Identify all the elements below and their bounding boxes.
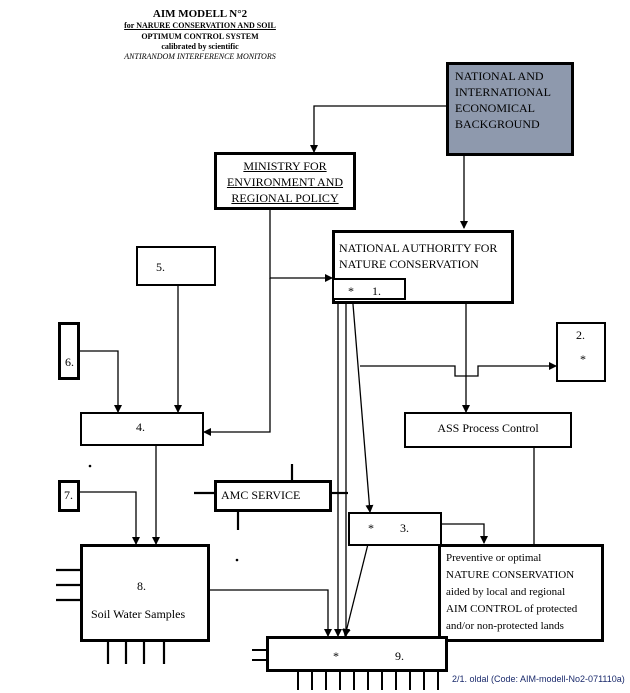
preventive-line-2: NATURE CONSERVATION (446, 569, 575, 581)
node-7-box: 7. (58, 480, 80, 512)
diagram-title: AIM MODELL N°2 (152, 8, 248, 20)
background-box: NATIONAL AND INTERNATIONAL ECONOMICAL BA… (446, 62, 574, 156)
preventive-line-4: AIM CONTROL of protected (446, 603, 578, 615)
header-line-2: OPTIMUM CONTROL SYSTEM (141, 32, 259, 41)
soil-water-samples-label: Soil Water Samples (91, 607, 186, 621)
node-3-star: * (368, 521, 374, 535)
ministry-box: MINISTRY FOR ENVIRONMENT AND REGIONAL PO… (214, 152, 356, 210)
arrow-8-to-9 (210, 589, 332, 637)
header-line-4: ANTIRANDOM INTERFERENCE MONITORS (124, 52, 276, 61)
background-line-2: INTERNATIONAL (455, 85, 551, 99)
amc-service-label: AMC SERVICE (221, 488, 301, 502)
background-line-1: NATIONAL AND (455, 69, 544, 83)
node-9-star: * (333, 649, 339, 663)
node-8-label: 8. (137, 579, 146, 593)
header-line-1: for NARURE CONSERVATION AND SOIL (124, 21, 276, 30)
ministry-line-2: ENVIRONMENT AND (226, 175, 344, 189)
node-1-box: * 1. (332, 278, 406, 300)
node-4-label: 4. (136, 420, 145, 434)
ass-label: ASS Process Control (437, 421, 539, 435)
amc-pins (194, 464, 348, 530)
arrow-6-to-4 (80, 350, 122, 413)
arrow-ministry-to-4 (203, 278, 271, 436)
node-6-box: 6. (58, 322, 80, 380)
node-9-box: * 9. (266, 636, 448, 672)
arrow-3-to-9 (342, 535, 371, 637)
ass-box: ASS Process Control (404, 412, 572, 448)
arrow-background-to-ministry (310, 105, 446, 153)
arrow-1-to-3 (351, 291, 374, 513)
node-9-label: 9. (395, 649, 404, 663)
node-3-box: * 3. (348, 512, 442, 546)
preventive-box: Preventive or optimal NATURE CONSERVATIO… (438, 544, 604, 642)
node-8-box: 8. Soil Water Samples (80, 544, 210, 642)
preventive-line-5: and/or non-protected lands (446, 620, 564, 632)
box9-pins (252, 649, 439, 690)
node-6-label: 6. (65, 355, 74, 369)
node-5-box: 5. (136, 246, 216, 286)
node-1-label: 1. (372, 284, 381, 298)
node-2-box: 2. * (556, 322, 606, 382)
ministry-line-1: MINISTRY FOR (243, 159, 327, 173)
authority-line-2: NATURE CONSERVATION (339, 257, 479, 271)
authority-line-1: NATIONAL AUTHORITY FOR (339, 241, 498, 255)
node-4-box: 4. (80, 412, 204, 446)
arrow-ministry-to-authority (269, 210, 333, 282)
background-line-4: BACKGROUND (455, 117, 540, 131)
node-7-label: 7. (64, 488, 73, 502)
arrow-7-to-8 (80, 491, 140, 545)
ministry-line-3: REGIONAL POLICY (231, 191, 339, 205)
node-1-star: * (348, 284, 354, 298)
node-3-label: 3. (400, 521, 409, 535)
preventive-line-1: Preventive or optimal (446, 552, 542, 564)
node-2-label: 2. (576, 328, 585, 342)
footer-code: 2/1. oldal (Code: AIM-modell-No2-071110a… (452, 674, 625, 684)
background-line-3: ECONOMICAL (455, 101, 535, 115)
preventive-line-3: aided by local and regional (446, 586, 566, 598)
box8-pins (56, 568, 166, 664)
node-2-star: * (580, 352, 586, 366)
header-line-3: calibrated by scientific (161, 42, 239, 51)
arrow-authority-to-2 (360, 362, 557, 377)
node-5-label: 5. (156, 260, 165, 274)
amc-service-box: AMC SERVICE (214, 480, 332, 512)
